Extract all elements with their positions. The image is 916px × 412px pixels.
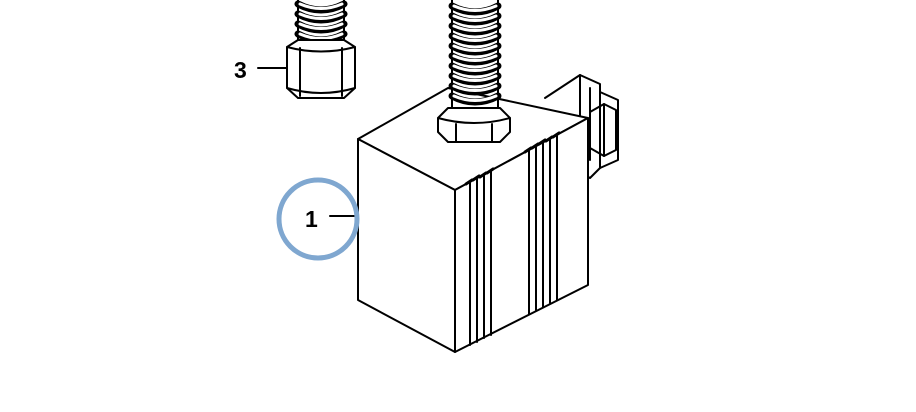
- callout-3-label: 3: [234, 57, 247, 83]
- left-hex-nut: [286, 39, 356, 99]
- right-threaded-pipe: [448, 0, 502, 113]
- right-hex-nut: [437, 107, 511, 143]
- solenoid-coil-block: [357, 87, 589, 353]
- callout-1-highlight-ring: [276, 177, 360, 261]
- callout-1-label: 1: [305, 206, 318, 232]
- left-threaded-pipe: [294, 0, 348, 45]
- cooling-grooves: [464, 131, 561, 346]
